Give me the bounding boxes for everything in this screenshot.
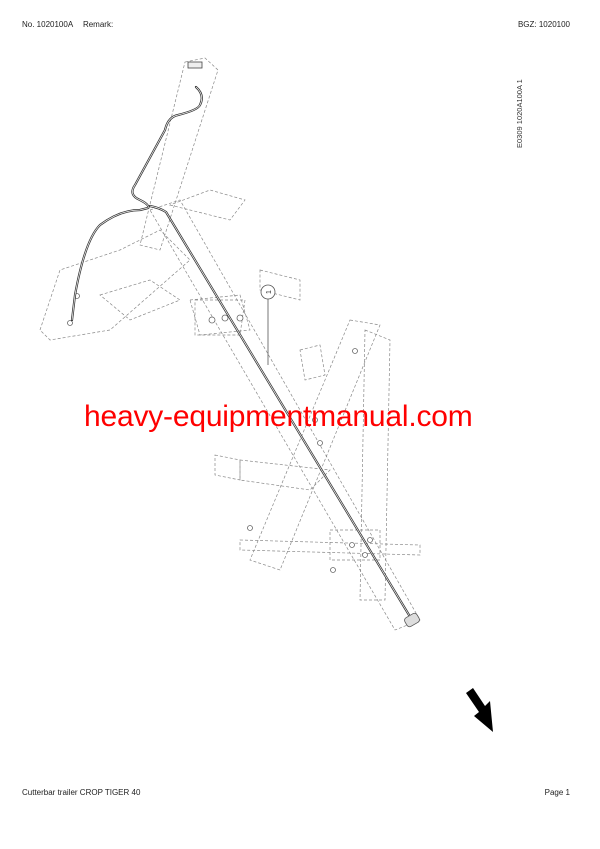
callout-1: 1 [260, 284, 276, 365]
remark-label: Remark: [82, 20, 114, 29]
bgz-number: BGZ: 1020100 [517, 20, 570, 29]
frame-outline-dashed [39, 57, 421, 631]
document-title: Cutterbar trailer CROP TIGER 40 [22, 788, 141, 797]
line-connector [404, 612, 420, 628]
svg-text:1: 1 [266, 290, 273, 294]
top-fitting [187, 61, 203, 69]
document-number: No. 1020100A [22, 20, 73, 29]
arrow-down-right-icon [466, 688, 493, 732]
document-header-left: No. 1020100A Remark: [22, 20, 113, 29]
page-number: Page 1 [544, 788, 570, 797]
watermark-text: heavy-equipmentmanual.com [84, 400, 473, 433]
hydraulic-line-highlight [71, 86, 413, 621]
